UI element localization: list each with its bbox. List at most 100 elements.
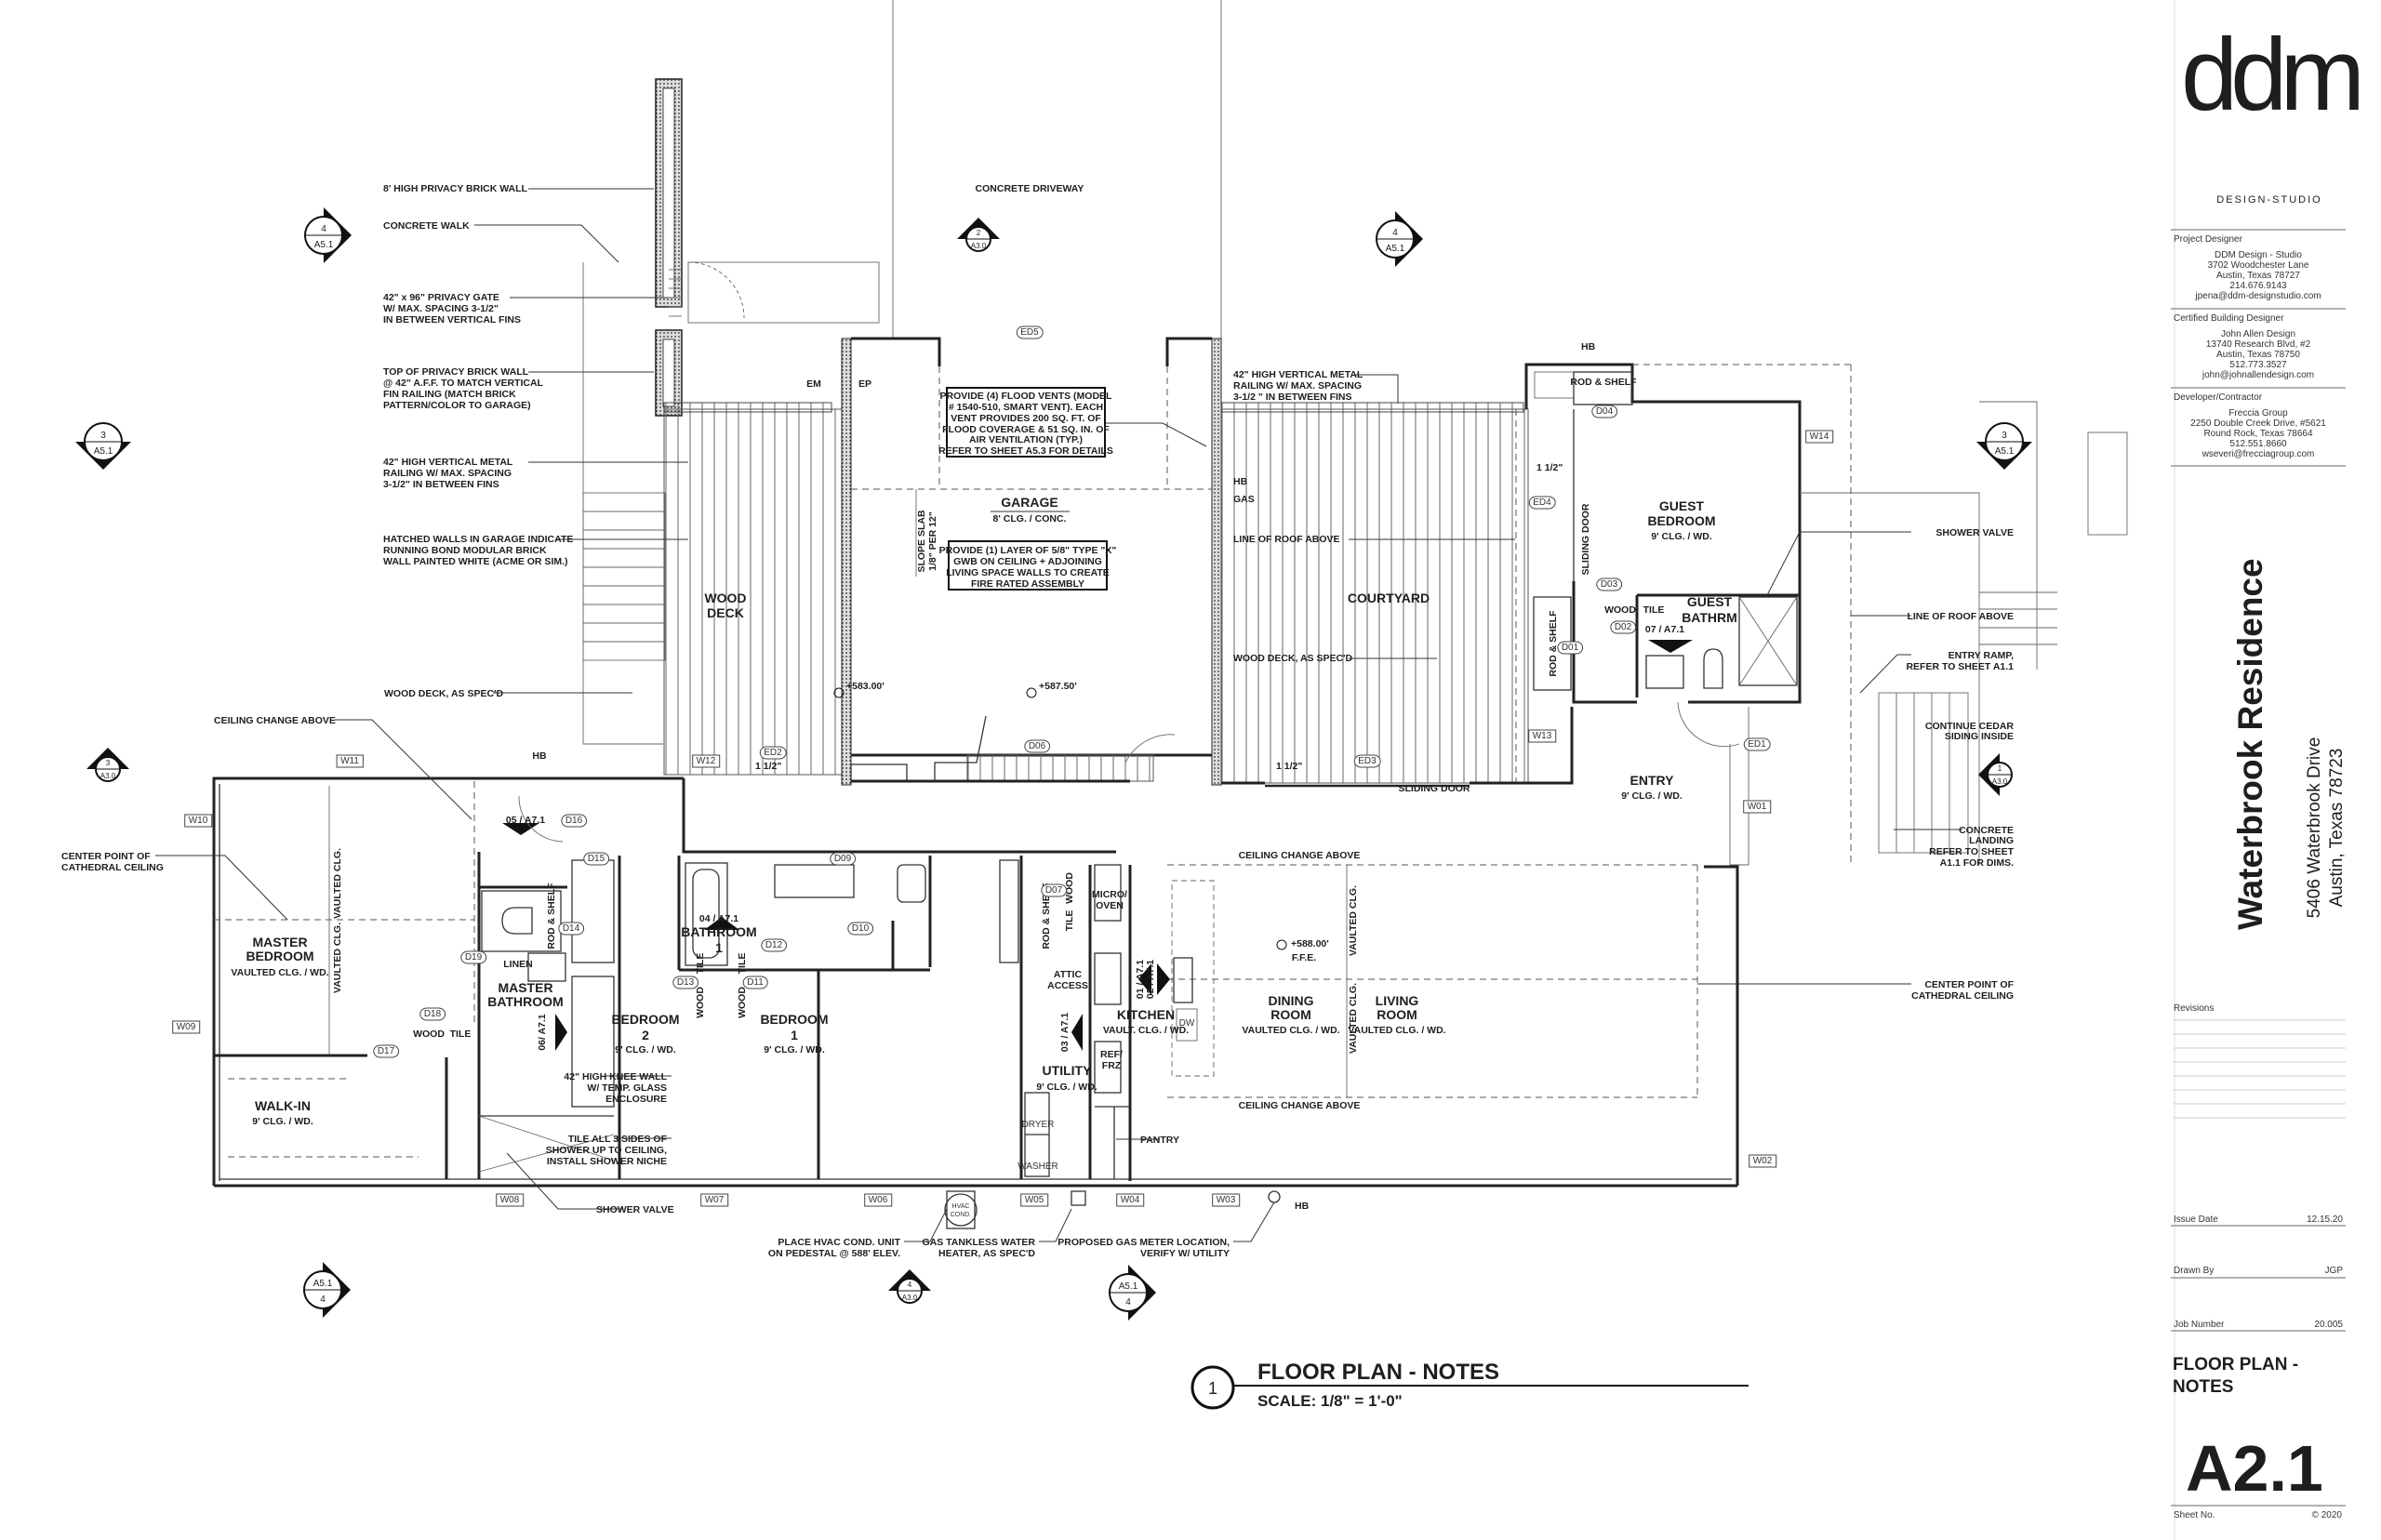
tag-outline	[1528, 729, 1557, 743]
project-address-2: Austin, Texas 78723	[2327, 749, 2347, 908]
note-ceiling-change-top: CEILING CHANGE ABOVE	[1239, 850, 1361, 861]
issue-date-label: Issue Date	[2174, 1215, 2218, 1225]
tag-outline	[558, 922, 585, 936]
issue-date: 12.15.20	[2307, 1215, 2343, 1225]
notes-right: SHOWER VALVE LINE OF ROOF ABOVE ENTRY RA…	[1906, 527, 2014, 1002]
drawing-number-circle	[1190, 1365, 1235, 1410]
note-sliding-door: SLIDING DOOR	[1398, 783, 1470, 794]
note-flood-6: REFER TO SHEET A5.3 FOR DETAILS	[938, 445, 1113, 457]
room-garage-sub: 8' CLG. / CONC.	[993, 513, 1067, 524]
window-tag: W02	[1753, 1156, 1773, 1166]
label-cond: COND.	[951, 1212, 972, 1218]
ext-door-tag: ED2	[764, 748, 782, 758]
revisions-label: Revisions	[2174, 1003, 2214, 1014]
note-shower-valve: SHOWER VALVE	[1935, 527, 2014, 538]
room-utility-sub: 9' CLG. / WD.	[1036, 1082, 1097, 1093]
door-tag: D09	[834, 854, 852, 864]
developer-line: 2250 Double Creek Drive, #5621	[2190, 418, 2326, 429]
tag-outline	[1610, 620, 1637, 634]
elevation-garage-left: +583.00'	[846, 681, 885, 692]
detail-ref-05: 05 / A7.1	[506, 815, 545, 826]
label-vaulted-clg: VAULTED CLG.	[1348, 983, 1359, 1054]
note-landing-3: REFER TO SHEET	[1929, 846, 2014, 857]
sheet-title-2: NOTES	[2173, 1377, 2233, 1397]
room-master-bath-1: MASTER	[498, 980, 552, 995]
developer-line: wseveri@frecciagroup.com	[2201, 449, 2315, 459]
note-railing-1: 42" HIGH VERTICAL METAL	[383, 457, 513, 468]
tag-outline	[672, 976, 699, 989]
drawn-by: JGP	[2325, 1266, 2344, 1276]
label-wood: WOOD	[737, 987, 748, 1018]
note-hose-bib: HB	[1581, 341, 1596, 352]
window-tag: W09	[177, 1022, 196, 1032]
note-cathedral-1: CENTER POINT OF	[61, 851, 151, 862]
ext-door-tag: ED4	[1533, 498, 1551, 508]
note-gate-3: IN BETWEEN VERTICAL FINS	[383, 314, 521, 325]
note-entry-ramp-1: ENTRY RAMP,	[1949, 650, 2014, 661]
room-master-bath-2: BATHROOM	[487, 994, 563, 1009]
room-bathroom-1: BATHROOM	[681, 924, 756, 939]
door-tag: D01	[1562, 643, 1579, 653]
note-cedar-2: SIDING INSIDE	[1945, 731, 2014, 742]
sheet-no-label: Sheet No.	[2174, 1510, 2215, 1520]
section-sheet: A5.1	[1386, 244, 1405, 254]
note-hose-bib: HB	[532, 750, 547, 762]
label-wood: WOOD	[413, 1029, 445, 1040]
door-tag: D11	[747, 977, 764, 988]
detail-ref-03: 03 / A7.1	[1059, 1013, 1071, 1052]
section-sheet: A3.0	[1992, 777, 2008, 786]
elevation-garage-right: +587.50'	[1039, 681, 1077, 692]
leader-lines	[155, 188, 1962, 1242]
section-sheet: A3.0	[902, 1294, 918, 1302]
section-sheet: A5.1	[1119, 1281, 1138, 1292]
door-tag: D19	[465, 952, 483, 962]
ext-door-tag: ED5	[1020, 327, 1039, 338]
tag-outline	[373, 1044, 400, 1058]
label-tile: TILE	[1643, 604, 1665, 616]
gwb-note-box	[948, 540, 1108, 591]
note-wood-deck: WOOD DECK, AS SPEC'D	[384, 688, 504, 699]
room-wood-deck-2: DECK	[707, 605, 744, 620]
tag-outline	[1591, 405, 1618, 418]
tag-outline	[1805, 430, 1834, 444]
gas-meter	[1268, 1190, 1281, 1203]
note-knee-wall-1: 42" HIGH KNEE WALL	[564, 1071, 667, 1082]
room-guest-bath-2: BATHRM	[1682, 610, 1737, 625]
drawing-scale: SCALE: 1/8" = 1'-0"	[1257, 1392, 1403, 1410]
door-tag: D18	[424, 1009, 442, 1019]
tag-outline	[1743, 800, 1772, 814]
section-sheet: A5.1	[313, 1279, 333, 1289]
tag-outline	[830, 852, 857, 866]
note-gwb-4: FIRE RATED ASSEMBLY	[971, 578, 1084, 590]
room-guest-bedroom-sub: 9' CLG. / WD.	[1651, 531, 1712, 542]
room-guest-bedroom-2: BEDROOM	[1647, 513, 1715, 528]
section-number: 3	[2002, 431, 2007, 441]
title-block: ddm DESIGN-STUDIO Project Designer DDM D…	[2171, 0, 2366, 1540]
room-bedroom-1: BEDROOM	[760, 1012, 828, 1027]
guest-notes: ROD & SHELF ROD & SHELF GUEST BEDROOM 9'…	[1548, 377, 1737, 802]
building-designer-line: Austin, Texas 78750	[2216, 350, 2300, 360]
room-living-sub: VAULTED CLG. / WD.	[1348, 1025, 1445, 1036]
tag-outline	[1749, 1154, 1777, 1168]
note-line-of-roof-right: LINE OF ROOF ABOVE	[1907, 611, 2014, 622]
tag-outline	[1016, 325, 1044, 339]
room-kitchen: KITCHEN	[1117, 1007, 1175, 1022]
note-top-wall-3: FIN RAILING (MATCH BRICK	[383, 389, 516, 400]
note-flood-3: VENT PROVIDES 200 SQ. FT. OF	[951, 413, 1101, 424]
label-rod-shelf: ROD & SHELF	[1041, 883, 1052, 949]
note-railing-courtyard-2: RAILING W/ MAX. SPACING	[1233, 380, 1362, 392]
window-tag: W11	[340, 756, 359, 766]
drawing-title-text: FLOOR PLAN - NOTES	[1257, 1360, 1499, 1385]
window-tag: W04	[1121, 1195, 1140, 1205]
window-tag: W14	[1810, 431, 1829, 442]
label-dishwasher: DW	[1179, 1018, 1195, 1029]
detail-ref-06: 06/ A7.1	[537, 1014, 548, 1050]
note-top-wall-2: @ 42" A.F.F. TO MATCH VERTICAL	[383, 378, 544, 389]
room-bedroom-2-num: 2	[642, 1028, 649, 1042]
garage-walls	[841, 337, 1222, 786]
room-bedroom-1-sub: 9' CLG. / WD.	[764, 1044, 825, 1055]
detail-ref-01: 01 / A7.1	[1135, 960, 1146, 999]
door-tag: D02	[1615, 622, 1632, 632]
studio-name: DESIGN-STUDIO	[2216, 194, 2321, 206]
label-vaulted-clg: VAULTED CLG.	[332, 848, 343, 919]
